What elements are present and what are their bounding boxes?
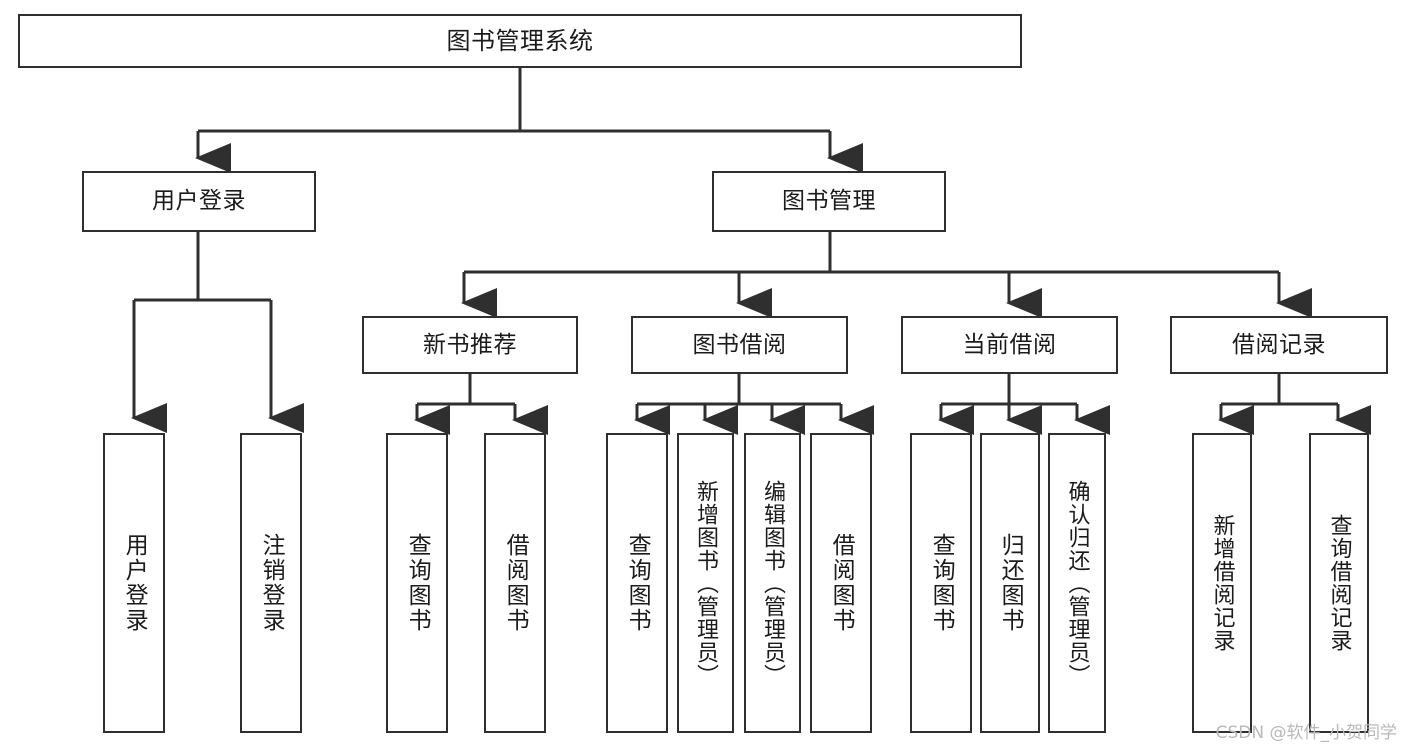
node-book-management[interactable]: 图书管理 [712, 171, 946, 232]
node-current-borrow[interactable]: 当前借阅 [901, 316, 1118, 374]
node-label: 借阅记录 [1232, 331, 1326, 358]
node-user-login[interactable]: 用户登录 [82, 171, 316, 232]
leaf-current-return-book[interactable]: 归还图书 [980, 433, 1040, 733]
node-label: 查询图书 [404, 533, 431, 633]
node-label: 图书管理系统 [446, 27, 594, 55]
node-label: 图书借阅 [692, 331, 787, 358]
node-label: 借阅图书 [828, 533, 855, 633]
node-label: 用户登录 [121, 533, 148, 633]
node-new-book-recommend[interactable]: 新书推荐 [362, 316, 578, 374]
leaf-user-login-logout[interactable]: 注销登录 [240, 433, 302, 733]
node-label: 用户登录 [152, 188, 246, 214]
leaf-record-add-record[interactable]: 新增借阅记录 [1192, 433, 1252, 733]
node-label: 查询借阅记录 [1326, 514, 1352, 652]
node-label: 图书管理 [782, 188, 876, 214]
node-book-borrow[interactable]: 图书借阅 [631, 316, 848, 374]
node-label: 新增图书（管理员） [693, 479, 719, 687]
csdn-watermark: CSDN @软件_小贺同学 [1215, 723, 1397, 743]
leaf-record-query-record[interactable]: 查询借阅记录 [1309, 433, 1369, 733]
node-label: 当前借阅 [962, 331, 1057, 358]
node-label: 新书推荐 [423, 331, 517, 358]
leaf-recommend-borrow-book[interactable]: 借阅图书 [484, 433, 546, 733]
node-root-system[interactable]: 图书管理系统 [18, 14, 1022, 68]
node-label: 归还图书 [997, 533, 1024, 633]
leaf-current-query-book[interactable]: 查询图书 [910, 433, 972, 733]
leaf-borrow-query-book[interactable]: 查询图书 [606, 433, 668, 733]
node-label: 确认归还（管理员） [1064, 479, 1090, 687]
leaf-borrow-edit-book-admin[interactable]: 编辑图书（管理员） [744, 433, 801, 733]
node-label: 查询图书 [624, 533, 651, 633]
leaf-current-confirm-return-admin[interactable]: 确认归还（管理员） [1048, 433, 1106, 733]
leaf-borrow-add-book-admin[interactable]: 新增图书（管理员） [677, 433, 734, 733]
leaf-borrow-borrow-book[interactable]: 借阅图书 [810, 433, 872, 733]
node-label: 注销登录 [258, 533, 285, 633]
node-label: 借阅图书 [502, 533, 529, 633]
leaf-user-login-login[interactable]: 用户登录 [103, 433, 165, 733]
node-label: 编辑图书（管理员） [760, 479, 786, 687]
leaf-recommend-query-book[interactable]: 查询图书 [386, 433, 448, 733]
node-borrow-record[interactable]: 借阅记录 [1170, 316, 1388, 374]
node-label: 新增借阅记录 [1209, 514, 1235, 652]
node-label: 查询图书 [928, 533, 955, 633]
